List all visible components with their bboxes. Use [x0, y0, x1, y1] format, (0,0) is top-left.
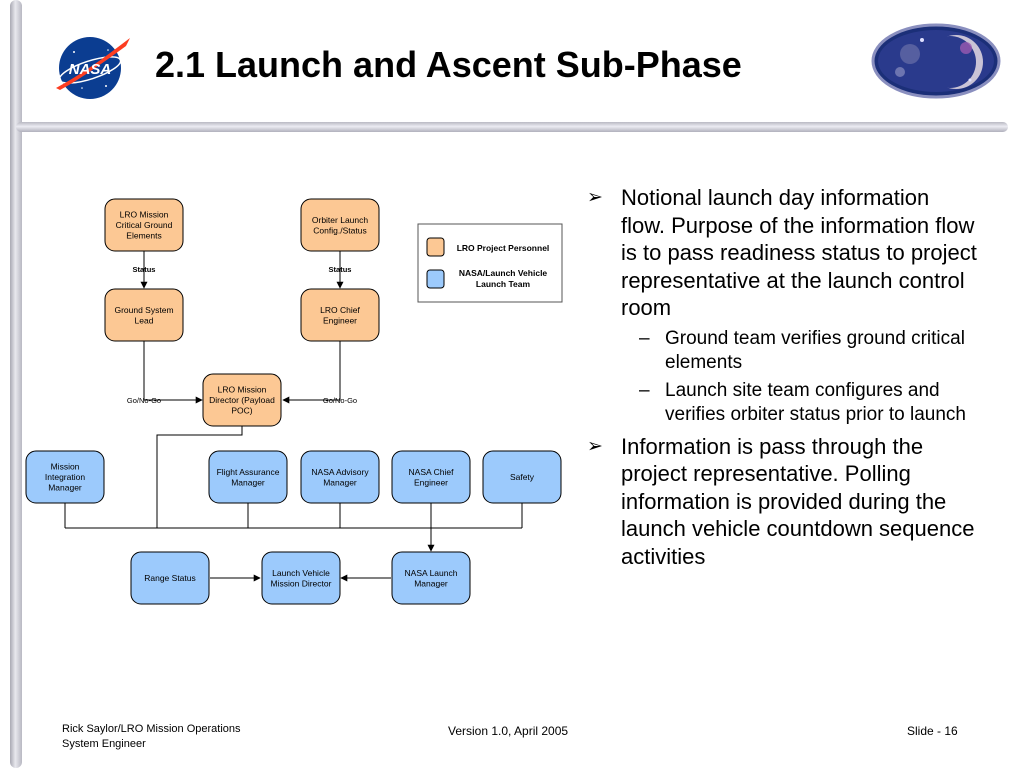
- node-label-line: Manager: [231, 477, 265, 487]
- node-label-line: Director (Payload: [209, 395, 275, 405]
- title-divider-bar: [16, 122, 1008, 132]
- edge-label-status-right: Status: [329, 265, 352, 274]
- legend-project-swatch: [426, 237, 445, 257]
- node-label-line: Mission: [51, 462, 80, 472]
- node-label-line: Flight Assurance: [217, 467, 280, 477]
- node-label-line: Launch Vehicle: [272, 568, 330, 578]
- node-label-line: Range Status: [144, 573, 196, 583]
- legend-project-label: LRO Project Personnel: [457, 243, 550, 253]
- sub-bullet-list: – Ground team verifies ground critical e…: [621, 327, 978, 427]
- node-label-line: NASA Advisory: [311, 467, 369, 477]
- node-label-line: Engineer: [323, 315, 357, 325]
- edge-label-gonogo-left: Go/No-Go: [127, 396, 161, 405]
- footer-author-line1: Rick Saylor/LRO Mission Operations: [62, 723, 241, 735]
- bullet-item: ➢ Information is pass through the projec…: [583, 433, 978, 571]
- legend-team-label-line1: NASA/Launch Vehicle: [459, 268, 548, 278]
- node-range-status: Range Status: [130, 551, 210, 605]
- node-label-line: Ground System: [114, 305, 173, 315]
- node-label-line: Manager: [48, 483, 82, 493]
- edge-chief-eng-to-director: [282, 341, 341, 404]
- bullet-list: ➢ Notional launch day information flow. …: [583, 184, 978, 572]
- sub-bullet-item: – Ground team verifies ground critical e…: [621, 327, 978, 375]
- node-label-line: NASA Chief: [409, 467, 455, 477]
- legend-team-swatch: [426, 269, 445, 289]
- node-label-line: Integration: [45, 472, 85, 482]
- node-label-line: Lead: [135, 315, 154, 325]
- slide-title: 2.1 Launch and Ascent Sub-Phase: [155, 44, 742, 85]
- node-label-line: LRO Mission: [120, 210, 169, 220]
- diagram-legend: LRO Project Personnel NASA/Launch Vehicl…: [417, 223, 563, 303]
- node-label-line: Config./Status: [313, 225, 366, 235]
- footer-slide-number: Slide - 16: [907, 724, 958, 738]
- launch-info-flow-diagram: Status Status Go/No-Go Go/No-Go LRO Miss…: [25, 198, 563, 605]
- footer-author-line2: System Engineer: [62, 738, 146, 750]
- node-label-line: Critical Ground: [116, 220, 173, 230]
- node-safety: Safety: [482, 450, 562, 504]
- node-label-line: Mission Director: [271, 578, 332, 588]
- sub-bullet-text: Ground team verifies ground critical ele…: [665, 327, 965, 373]
- node-label-line: Engineer: [414, 477, 448, 487]
- node-label-line: NASA Launch: [405, 568, 458, 578]
- bullet-item: ➢ Notional launch day information flow. …: [583, 184, 978, 427]
- legend-team-label-line2: Launch Team: [476, 279, 531, 289]
- footer-version: Version 1.0, April 2005: [448, 724, 569, 738]
- node-label-line: Elements: [126, 231, 161, 241]
- left-decorative-rail: [10, 0, 22, 768]
- node-label-line: Orbiter Launch: [312, 215, 368, 225]
- bullet-text: Notional launch day information flow. Pu…: [621, 185, 977, 320]
- node-label-line: Safety: [510, 472, 535, 482]
- edge-ground-lead-to-director: [143, 341, 203, 404]
- node-label-line: POC): [231, 406, 252, 416]
- edge-label-gonogo-right: Go/No-Go: [323, 396, 357, 405]
- footer-author: Rick Saylor/LRO Mission Operations Syste…: [62, 722, 241, 752]
- arrow-bullet-icon: ➢: [587, 187, 603, 208]
- bullet-text: Information is pass through the project …: [621, 433, 975, 569]
- nasa-logo-text: NASA: [69, 61, 112, 78]
- node-label-line: LRO Mission: [218, 385, 267, 395]
- sub-bullet-text: Launch site team configures and verifies…: [665, 379, 966, 425]
- edge-director-down: [156, 426, 243, 528]
- arrow-bullet-icon: ➢: [587, 435, 603, 457]
- dash-bullet-icon: –: [639, 379, 650, 401]
- dash-bullet-icon: –: [639, 327, 650, 349]
- lro-mission-logo-icon: [871, 23, 1001, 99]
- node-label-line: LRO Chief: [320, 305, 360, 315]
- edge-label-status-left: Status: [133, 265, 156, 274]
- node-label-line: Manager: [414, 578, 448, 588]
- nasa-logo-icon: NASA: [56, 37, 130, 99]
- sub-bullet-item: – Launch site team configures and verifi…: [621, 379, 978, 427]
- node-label-line: Manager: [323, 477, 357, 487]
